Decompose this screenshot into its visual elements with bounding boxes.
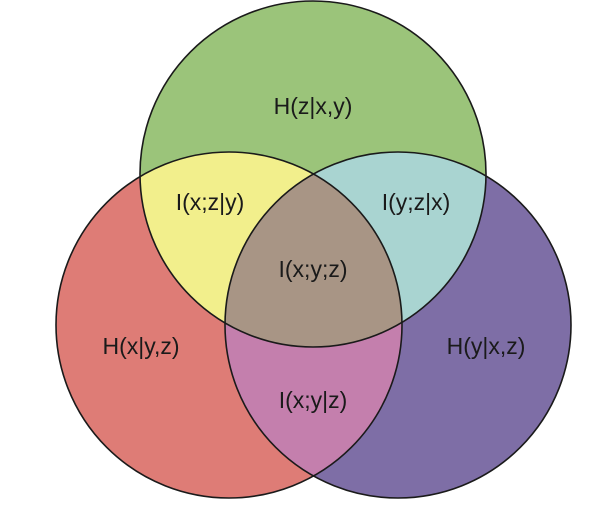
label-xyz: I(x;y;z) (279, 256, 348, 282)
label-x-only: H(x|y,z) (102, 333, 179, 359)
label-z-only: H(z|x,y) (274, 93, 353, 119)
circle-z-outline (139, 0, 487, 348)
circle-x-outline (55, 151, 403, 499)
label-xz-only: I(x;z|y) (176, 189, 245, 215)
label-y-only: H(y|x,z) (447, 333, 526, 359)
circle-y-outline (224, 151, 572, 499)
label-yz-only: I(y;z|x) (382, 189, 451, 215)
label-xy-only: I(x;y|z) (279, 387, 348, 413)
